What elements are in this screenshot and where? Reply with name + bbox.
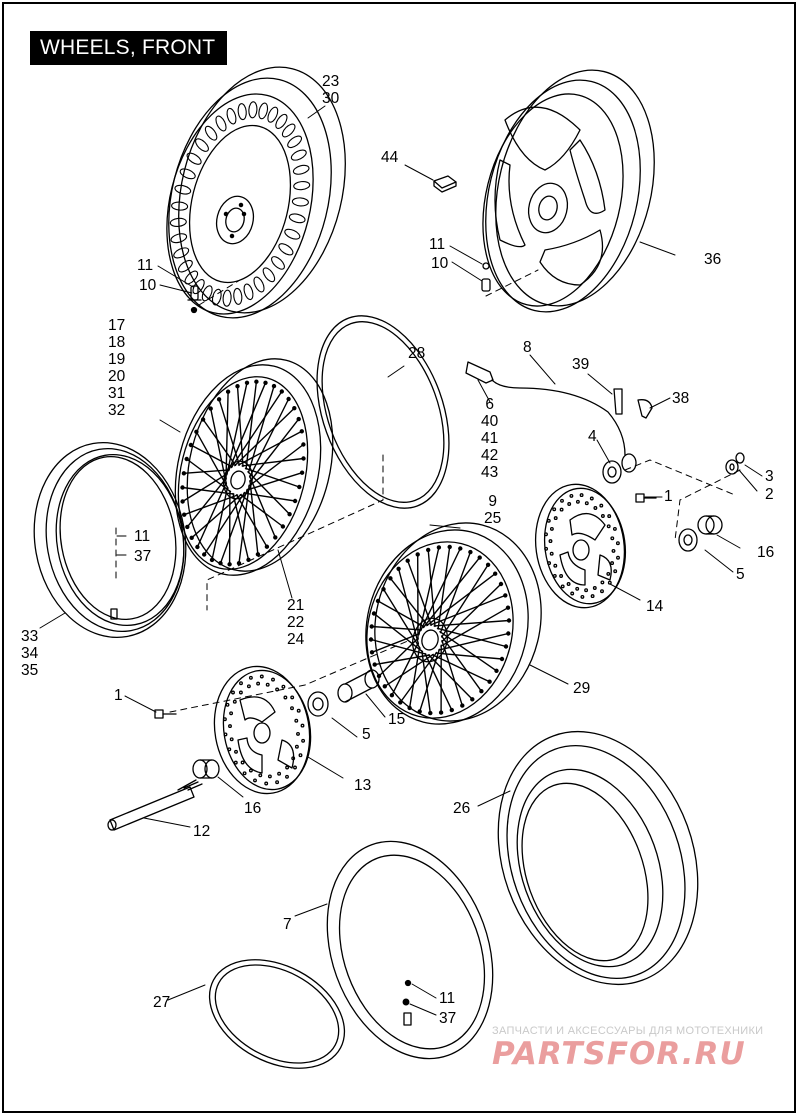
callout-29: 29	[573, 680, 591, 697]
callout-11-top-right: 11	[429, 236, 446, 253]
nut-3	[735, 452, 745, 464]
callout-15: 15	[388, 711, 406, 728]
laced-wheel-left[interactable]	[154, 343, 354, 590]
callout-4: 4	[588, 428, 597, 445]
callout-13: 13	[354, 777, 372, 794]
callout-10-top-left: 10	[139, 277, 157, 294]
callout-17-32: 17 18 19 20 31 32	[108, 317, 125, 419]
callout-number: 43	[481, 464, 499, 481]
callout-1-left: 1	[114, 687, 123, 704]
spacer-16-left	[192, 759, 220, 779]
callout-37-tube: 37	[439, 1010, 457, 1027]
callout-number: 32	[108, 402, 126, 419]
weight-44	[433, 175, 457, 193]
leader-lines	[39, 105, 763, 1016]
brake-disc-13[interactable]	[205, 659, 320, 801]
callout-number: 42	[481, 447, 499, 464]
screw-1-right	[635, 493, 657, 503]
screw-1-left	[154, 709, 177, 719]
callout-number: 35	[21, 662, 39, 679]
callout-38: 38	[672, 390, 690, 407]
callout-number: 22	[287, 614, 305, 631]
callout-number: 25	[484, 510, 502, 527]
bearing-5-right	[678, 528, 698, 552]
callout-5-right: 5	[736, 566, 745, 583]
spacer-16-right	[697, 515, 723, 535]
callout-6-43: 6 40 41 42 43	[481, 396, 498, 481]
callout-number: 23	[322, 73, 340, 90]
callout-number: 34	[21, 645, 39, 662]
rim-strip-27[interactable]	[191, 938, 363, 1090]
callout-number: 31	[108, 385, 126, 402]
callout-11-rim: 11	[134, 528, 151, 545]
callout-number: 18	[108, 334, 126, 351]
dashed-guides	[115, 269, 741, 713]
callout-26: 26	[453, 800, 471, 817]
callout-number: 24	[287, 631, 305, 648]
callout-12: 12	[193, 823, 211, 840]
callout-28: 28	[408, 345, 426, 362]
callout-16-right: 16	[757, 544, 775, 561]
callout-44: 44	[381, 149, 399, 166]
callout-11-top-left: 11	[137, 257, 154, 274]
callout-33-35: 33 34 35	[21, 628, 38, 679]
callout-number: 6	[485, 396, 494, 413]
valve-stem-left-top	[187, 285, 202, 314]
laced-wheel-center[interactable]	[346, 505, 562, 741]
washer-2	[725, 459, 739, 475]
brake-disc-14[interactable]	[528, 478, 633, 613]
callout-number: 21	[287, 597, 305, 614]
callout-3: 3	[765, 468, 774, 485]
callout-21-24: 21 22 24	[287, 597, 304, 648]
rim-strip-28[interactable]	[292, 298, 473, 527]
callout-number: 41	[481, 430, 499, 447]
callout-36: 36	[704, 251, 722, 268]
callout-number: 33	[21, 628, 39, 645]
watermark-tagline: ЗАПЧАСТИ И АКСЕССУАРЫ ДЛЯ МОТОТЕХНИКИ	[492, 1025, 764, 1037]
callout-11-tube: 11	[439, 990, 456, 1007]
rim-left[interactable]	[19, 430, 201, 649]
callout-number: 20	[108, 368, 126, 385]
spacer-15	[337, 669, 380, 703]
callout-2: 2	[765, 486, 774, 503]
callout-27: 27	[153, 994, 171, 1011]
speed-sensor-cable	[465, 361, 653, 473]
callout-number: 17	[108, 317, 126, 334]
axle-12	[107, 779, 203, 831]
callout-8: 8	[523, 339, 532, 356]
tube-7[interactable]	[298, 818, 521, 1082]
callout-7: 7	[283, 916, 292, 933]
watermark-logo: PARTSFOR.RU	[492, 1036, 746, 1072]
callout-number: 19	[108, 351, 126, 368]
callout-number: 30	[322, 90, 340, 107]
callout-number: 40	[481, 413, 499, 430]
callout-23-30: 23 30	[322, 73, 339, 107]
callout-39: 39	[572, 356, 590, 373]
callout-14: 14	[646, 598, 664, 615]
callout-1-right: 1	[664, 488, 673, 505]
callout-16-left: 16	[244, 800, 262, 817]
tire-26[interactable]	[464, 703, 731, 1012]
callout-37-rim: 37	[134, 548, 152, 565]
bearing-5-left	[307, 691, 329, 717]
cast-wheel-36[interactable]	[462, 53, 678, 328]
cast-wheel-holes[interactable]	[145, 49, 370, 335]
valve-stem-right-top	[481, 262, 491, 292]
page-title: WHEELS, FRONT	[30, 31, 228, 65]
callout-10-top-right: 10	[431, 255, 449, 272]
callout-9-25: 9 25	[484, 493, 501, 527]
bearing-4	[602, 460, 622, 484]
callout-number: 9	[488, 493, 497, 510]
callout-5-left: 5	[362, 726, 371, 743]
